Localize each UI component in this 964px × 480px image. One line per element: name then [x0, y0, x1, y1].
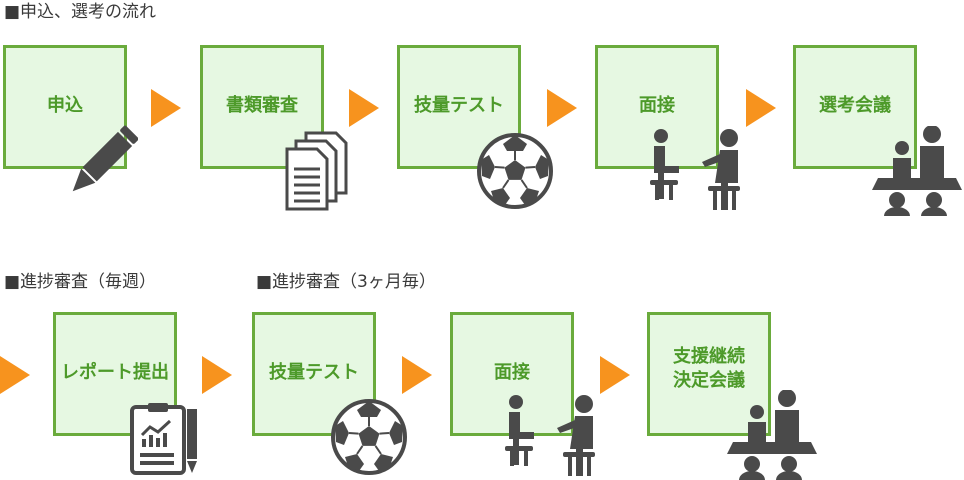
- step-label: 面接: [494, 362, 530, 383]
- step-label: レポート提出: [61, 362, 169, 383]
- soccer-ball-icon: [477, 133, 553, 209]
- flow-arrow: [151, 89, 181, 127]
- meeting-icon: [727, 390, 817, 480]
- meeting-icon: [872, 126, 962, 216]
- flow-arrow: [0, 356, 30, 394]
- step-application: 申込: [3, 45, 127, 169]
- step-label: 面接: [639, 95, 675, 116]
- clipboard-report-icon: [130, 403, 197, 475]
- step-label: 申込: [47, 95, 83, 116]
- interview-icon: [505, 395, 595, 476]
- step-label-line2: 決定会議: [673, 370, 745, 391]
- step-document-screening: 書類審査: [200, 45, 324, 169]
- pencil-icon: [72, 125, 138, 192]
- step-label: 書類審査: [226, 95, 298, 116]
- flow-arrow: [402, 356, 432, 394]
- step-label: 技量テスト: [269, 362, 359, 383]
- step-label: 選考会議: [819, 95, 891, 116]
- step-skill-test: 技量テスト: [252, 312, 376, 436]
- step-support-continuation-meeting: 支援継続 決定会議: [647, 312, 771, 436]
- flow-arrow: [547, 89, 577, 127]
- section-heading-progress-3months: ■進捗審査（3ヶ月毎）: [256, 272, 436, 292]
- soccer-ball-icon: [331, 399, 407, 475]
- flow-arrow: [746, 89, 776, 127]
- documents-icon: [285, 131, 348, 211]
- step-label: 支援継続 決定会議: [650, 345, 768, 393]
- flow-arrow: [349, 89, 379, 127]
- interview-icon: [650, 129, 740, 210]
- section-heading-progress-weekly: ■進捗審査（毎週）: [4, 272, 157, 292]
- flow-arrow: [202, 356, 232, 394]
- step-label-line1: 支援継続: [673, 346, 745, 367]
- section-heading-selection-flow: ■申込、選考の流れ: [4, 2, 157, 22]
- flow-arrow: [600, 356, 630, 394]
- step-label: 技量テスト: [414, 95, 504, 116]
